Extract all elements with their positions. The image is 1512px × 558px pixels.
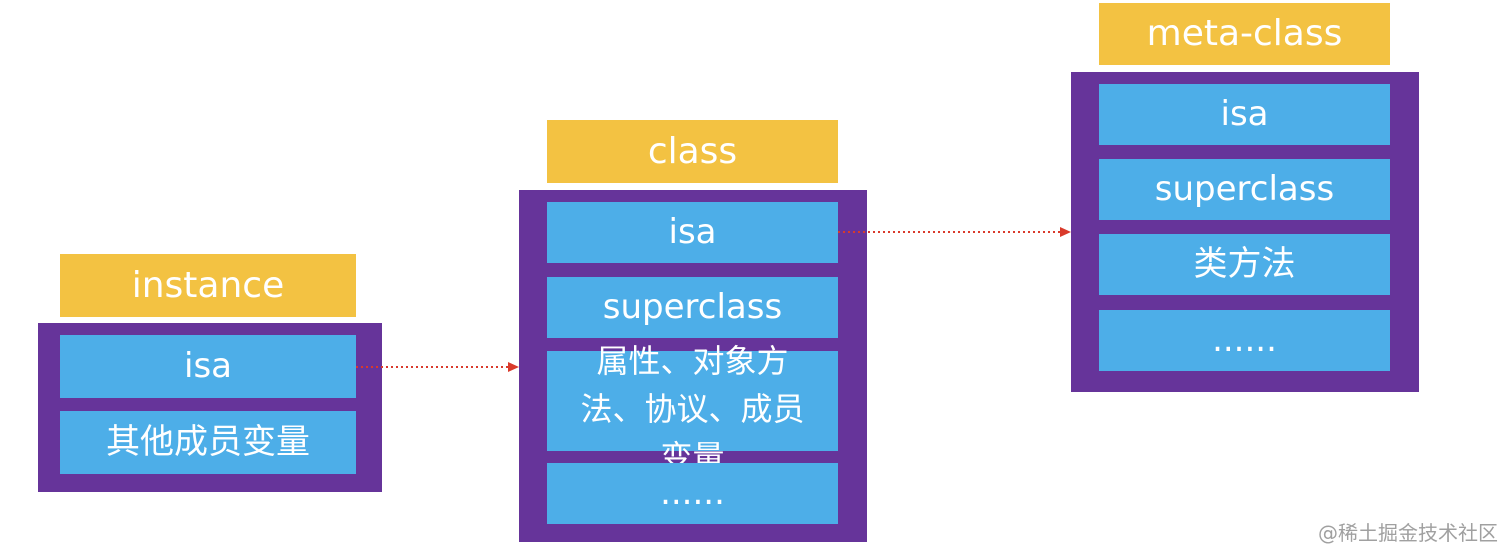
instance-isa-cell: isa	[60, 335, 356, 398]
metaclass-frame: isa superclass 类方法 ......	[1071, 72, 1419, 392]
class-methods-text: 属性、对象方法、协议、成员变量	[580, 342, 805, 476]
class-methods-cell: 属性、对象方法、协议、成员变量	[547, 342, 838, 476]
metaclass-isa-cell: isa	[1099, 84, 1390, 145]
watermark: @稀土掘金技术社区	[1318, 521, 1498, 545]
class-superclass-cell: superclass	[547, 277, 838, 338]
instance-ivars-cell: 其他成员变量	[60, 411, 356, 474]
instance-to-class-arrowhead	[508, 362, 519, 372]
class-frame: isa superclass 属性、对象方法、协议、成员变量 ......	[519, 190, 867, 542]
class-to-metaclass-arrowhead	[1060, 227, 1071, 237]
instance-frame: isa 其他成员变量	[38, 323, 382, 492]
metaclass-title: meta-class	[1099, 3, 1390, 65]
instance-title: instance	[60, 254, 356, 317]
class-ellipsis-cell: ......	[547, 463, 838, 524]
metaclass-superclass-cell: superclass	[1099, 159, 1390, 220]
class-title: class	[547, 120, 838, 183]
metaclass-class-methods-cell: 类方法	[1099, 234, 1390, 295]
metaclass-ellipsis-cell: ......	[1099, 310, 1390, 371]
class-isa-cell: isa	[547, 202, 838, 263]
